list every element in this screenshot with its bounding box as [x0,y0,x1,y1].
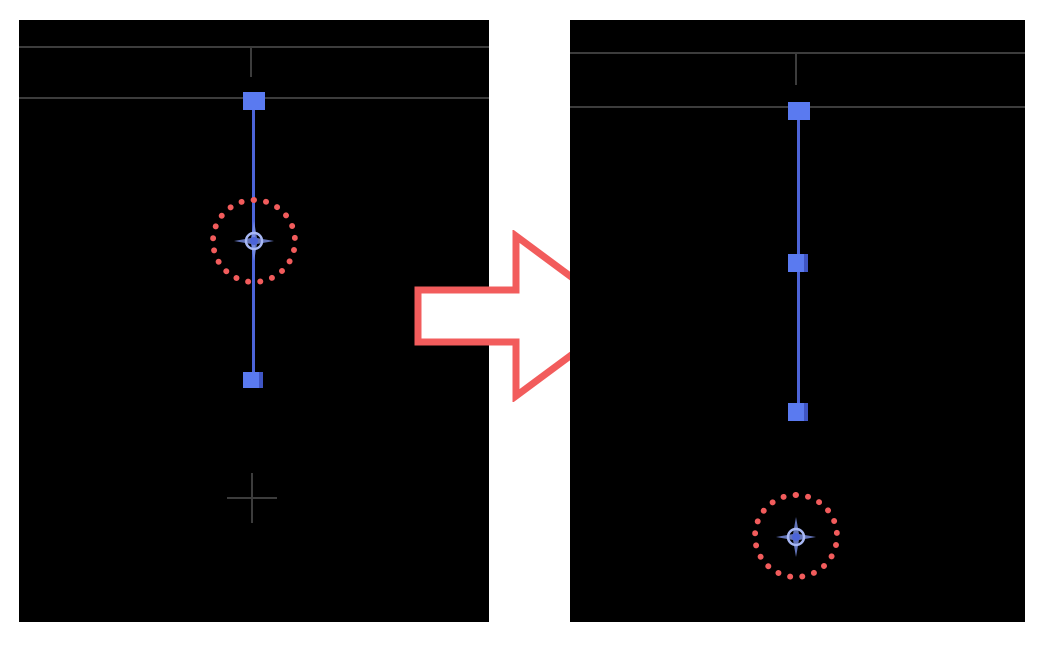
path-point-top[interactable] [243,92,265,110]
guide-line-vertical [250,47,252,77]
highlight-circle [752,492,840,580]
path-point-middle[interactable] [788,254,808,272]
path-point-top[interactable] [788,102,810,120]
guide-line-horizontal [570,52,1025,54]
guide-line-vertical [795,53,797,85]
guide-line-horizontal [19,46,489,48]
path-point-bottom[interactable] [788,403,808,421]
canvas-before [19,20,489,622]
canvas-after [570,20,1025,622]
crosshair-icon [227,473,277,523]
path-point-bottom[interactable] [243,372,263,388]
highlight-circle [210,197,298,285]
